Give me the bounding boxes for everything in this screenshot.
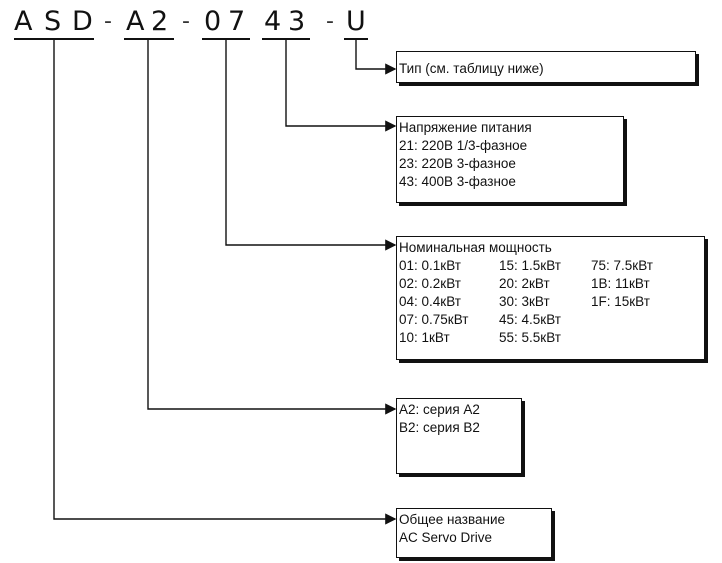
code-char-A: A [14,6,33,37]
series-item: B2: серия B2 [399,420,480,435]
power-item: 02: 0.2кВт [399,276,461,291]
power-table: 01: 0.1кВт 15: 1.5кВт 75: 7.5кВт 02: 0.2… [399,257,704,347]
code-char-0: 0 [204,6,222,37]
type-title: Тип (см. таблицу ниже) [399,61,544,76]
code-char-A2-2: 2 [151,6,169,37]
code-char-A2-a: A [126,6,145,37]
power-title: Номинальная мощность [399,240,552,255]
voltage-item: 21: 220В 1/3-фазное [399,138,528,153]
code-char-4: 4 [264,6,282,37]
code-separator: - [182,9,190,34]
power-item: 45: 4.5кВт [499,312,561,327]
connector-voltage [285,40,397,132]
underline-asd [14,38,94,40]
voltage-title: Напряжение питания [399,120,532,135]
name-item: AC Servo Drive [399,530,493,545]
underline-series [124,38,174,40]
underline-power [202,38,250,40]
code-char-7: 7 [228,6,246,37]
underline-voltage [262,38,310,40]
type-box: Тип (см. таблицу ниже) [396,51,696,83]
voltage-item: 43: 400В 3-фазное [399,174,516,189]
series-item: A2: серия A2 [399,402,480,417]
voltage-box: Напряжение питания 21: 220В 1/3-фазное 2… [396,116,624,203]
power-item: 10: 1кВт [399,330,450,345]
connector-power [225,40,397,251]
code-separator: - [326,9,334,34]
connector-type [355,40,397,75]
power-item: 1B: 11кВт [591,276,650,291]
name-item: Общее название [399,512,505,527]
power-item [591,329,671,347]
power-item: 04: 0.4кВт [399,294,461,309]
power-item: 07: 0.75кВт [399,312,469,327]
code-char-U: U [346,6,366,37]
code-char-D: D [72,6,93,37]
power-item: 30: 3кВт [499,294,550,309]
power-item [591,311,671,329]
code-separator: - [104,9,112,34]
underline-type [344,38,368,40]
series-box: A2: серия A2 B2: серия B2 [396,398,522,474]
power-item: 15: 1.5кВт [499,258,561,273]
voltage-item: 23: 220В 3-фазное [399,156,516,171]
connector-name [53,40,397,525]
connector-series [147,40,397,415]
name-box: Общее название AC Servo Drive [396,508,552,558]
power-item: 55: 5.5кВт [499,330,561,345]
power-item: 20: 2кВт [499,276,550,291]
power-item: 1F: 15кВт [591,294,650,309]
power-item: 75: 7.5кВт [591,258,653,273]
code-char-3: 3 [288,6,306,37]
power-item: 01: 0.1кВт [399,258,461,273]
power-box: Номинальная мощность 01: 0.1кВт 15: 1.5к… [396,236,705,360]
code-char-S: S [44,6,62,37]
